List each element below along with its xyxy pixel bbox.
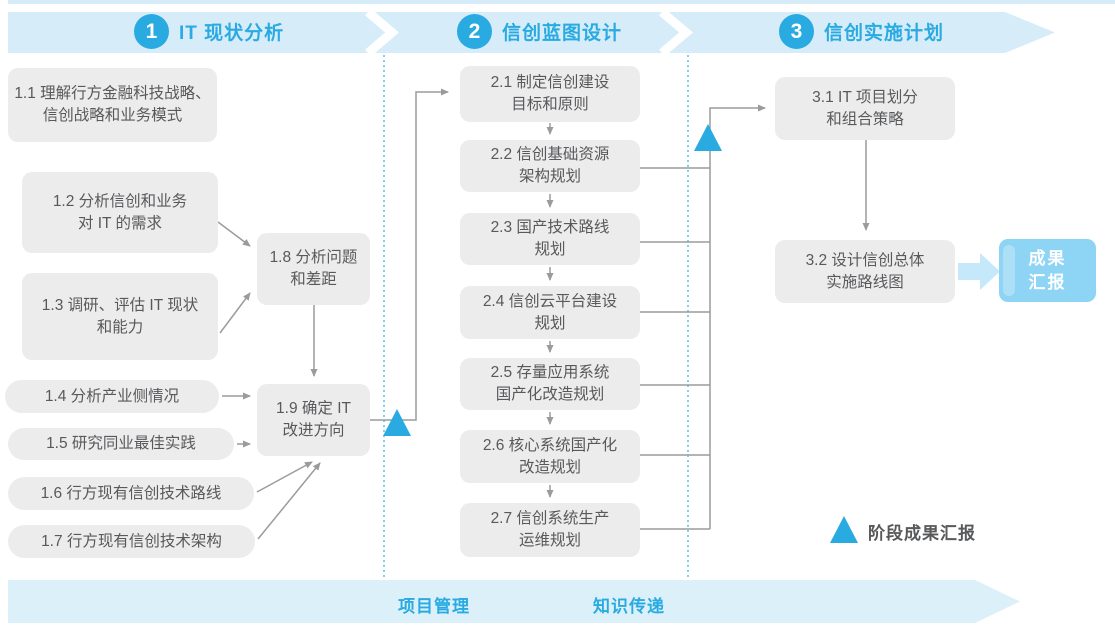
flow-box-1-9: 1.9 确定 IT 改进方向 xyxy=(257,384,370,456)
flow-box-1-3-line2: 和能力 xyxy=(96,318,144,336)
footer-band xyxy=(8,580,1020,623)
connector-1-2-to-1-8 xyxy=(217,221,251,247)
flow-box-2-3: 2.3 国产技术路线 规划 xyxy=(460,213,640,265)
flow-box-2-7: 2.7 信创系统生产 运维规划 xyxy=(460,503,640,557)
flow-box-2-1-line2: 目标和原则 xyxy=(511,96,589,113)
connector-1-9-to-2-1 xyxy=(370,88,449,421)
flow-pill-1-7-label: 1.7 行方现有信创技术架构 xyxy=(41,532,222,550)
flow-box-2-3-line1: 2.3 国产技术路线 xyxy=(490,219,610,236)
phase-band-chevron-2 xyxy=(659,8,693,57)
flow-box-2-2: 2.2 信创基础资源 架构规划 xyxy=(460,140,640,192)
flow-box-1-2-line1: 1.2 分析信创和业务 xyxy=(52,192,188,210)
flow-box-1-3: 1.3 调研、评估 IT 现状 和能力 xyxy=(22,273,218,360)
connector-lines xyxy=(217,88,870,540)
flow-pill-1-6-label: 1.6 行方现有信创技术路线 xyxy=(40,484,222,502)
footer-label-project-management: 项目管理 xyxy=(398,597,470,616)
flow-box-1-2-line2: 对 IT 的需求 xyxy=(77,214,163,232)
flow-box-2-1: 2.1 制定信创建设 目标和原则 xyxy=(460,66,640,122)
connector-bus-to-3-1 xyxy=(709,104,766,529)
flow-box-2-2-line1: 2.2 信创基础资源 xyxy=(490,146,610,163)
flow-pill-1-5-label: 1.5 研究同业最佳实践 xyxy=(46,435,196,452)
flow-box-3-1: 3.1 IT 项目划分 和组合策略 xyxy=(775,77,955,140)
flow-box-1-8: 1.8 分析问题 和差距 xyxy=(257,233,370,305)
deliverable-line1: 成果 xyxy=(1028,248,1067,268)
connector-1-6-to-1-9 xyxy=(256,461,313,493)
phase-3-number-badge: 3 xyxy=(779,14,814,49)
phase-band-chevron-1 xyxy=(365,8,399,57)
phase-3-header: 3 信创实施计划 xyxy=(779,14,944,49)
flow-box-2-7-line2: 运维规划 xyxy=(518,532,581,549)
flow-box-1-1: 1.1 理解行方金融科技战略、 信创战略和业务模式 xyxy=(8,68,217,142)
flow-box-1-9-line1: 1.9 确定 IT xyxy=(276,400,351,417)
flow-box-2-5: 2.5 存量应用系统 国产化改造规划 xyxy=(460,358,640,410)
deliverable-line2: 汇报 xyxy=(1028,272,1067,292)
phase-2-header: 2 信创蓝图设计 xyxy=(457,14,622,49)
milestone-triangle-phase2 xyxy=(694,124,722,151)
top-strip xyxy=(8,0,1115,4)
footer-label-knowledge-transfer: 知识传递 xyxy=(593,597,665,616)
flow-box-2-4: 2.4 信创云平台建设 规划 xyxy=(460,286,640,339)
flow-box-2-2-line2: 架构规划 xyxy=(518,168,581,185)
flow-box-2-3-line2: 规划 xyxy=(534,241,566,258)
big-arrow-to-deliverable xyxy=(958,253,1000,290)
flow-box-1-8-line1: 1.8 分析问题 xyxy=(269,249,358,266)
phase-3-title: 信创实施计划 xyxy=(824,23,945,44)
connector-1-7-to-1-9 xyxy=(257,462,321,540)
flow-box-2-4-line1: 2.4 信创云平台建设 xyxy=(482,292,618,310)
phase-1-number-badge: 1 xyxy=(134,14,169,49)
flow-box-3-1-line2: 和组合策略 xyxy=(826,110,904,128)
flow-box-2-6-line2: 改造规划 xyxy=(518,458,581,476)
flow-box-2-5-line2: 国产化改造规划 xyxy=(495,386,605,403)
connector-1-3-to-1-8 xyxy=(219,292,251,334)
flow-box-2-6: 2.6 核心系统国产化 改造规划 xyxy=(460,430,640,483)
flow-pill-1-6: 1.6 行方现有信创技术路线 xyxy=(8,477,254,510)
flow-pill-1-4: 1.4 分析产业侧情况 xyxy=(5,380,219,413)
flow-box-2-7-line1: 2.7 信创系统生产 xyxy=(490,510,610,527)
flow-box-1-1-line1: 1.1 理解行方金融科技战略、 xyxy=(14,85,211,102)
flow-box-1-8-line2: 和差距 xyxy=(290,271,337,288)
flow-box-3-2-line1: 3.2 设计信创总体 xyxy=(805,251,925,269)
flow-box-3-2-line2: 实施路线图 xyxy=(826,273,904,291)
flow-pill-1-4-label: 1.4 分析产业侧情况 xyxy=(44,387,180,405)
deliverable-box: 成果 汇报 xyxy=(999,239,1096,302)
phase-2-number-badge: 2 xyxy=(457,14,492,49)
flow-pill-1-7: 1.7 行方现有信创技术架构 xyxy=(8,525,255,558)
legend-milestone-label: 阶段成果汇报 xyxy=(868,524,976,543)
phase-1-title: IT 现状分析 xyxy=(179,23,285,44)
flow-box-1-1-line2: 信创战略和业务模式 xyxy=(42,107,183,124)
flow-box-3-1-line1: 3.1 IT 项目划分 xyxy=(812,88,918,106)
milestone-triangle-legend-icon xyxy=(830,516,858,543)
flow-box-1-3-line1: 1.3 调研、评估 IT 现状 xyxy=(41,296,199,314)
phase-2-title: 信创蓝图设计 xyxy=(502,23,623,44)
flow-pill-1-5: 1.5 研究同业最佳实践 xyxy=(8,428,234,460)
phase-1-header: 1 IT 现状分析 xyxy=(134,14,284,49)
milestone-triangle-phase1 xyxy=(383,409,411,436)
flow-box-2-1-line1: 2.1 制定信创建设 xyxy=(490,74,610,91)
flow-box-1-2: 1.2 分析信创和业务 对 IT 的需求 xyxy=(22,172,218,253)
flow-box-2-4-line2: 规划 xyxy=(534,314,566,332)
flow-box-2-6-line1: 2.6 核心系统国产化 xyxy=(482,436,618,454)
flow-box-1-9-line2: 改进方向 xyxy=(282,422,345,439)
flow-box-2-5-line1: 2.5 存量应用系统 xyxy=(490,364,610,381)
flow-box-3-2: 3.2 设计信创总体 实施路线图 xyxy=(775,240,955,303)
